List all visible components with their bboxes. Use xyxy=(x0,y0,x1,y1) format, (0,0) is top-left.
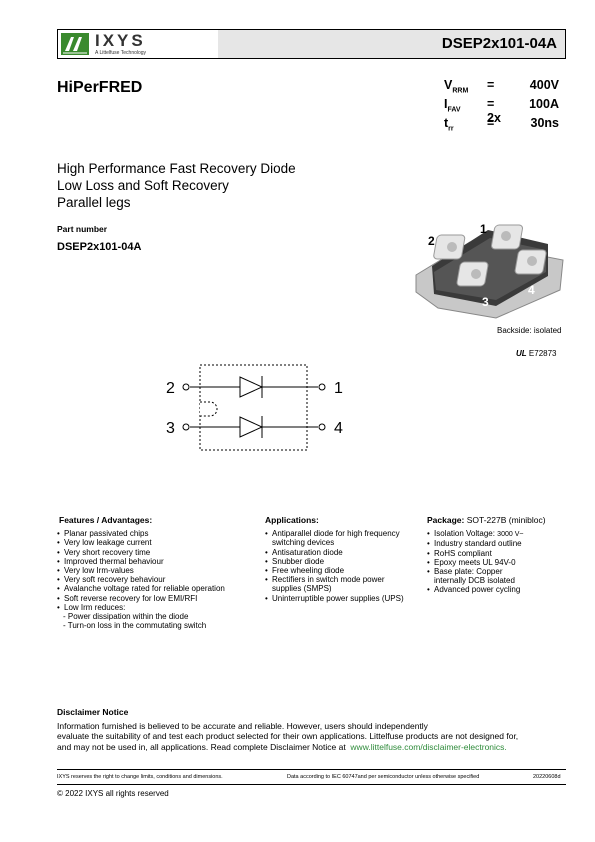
diode-icon xyxy=(239,376,264,398)
header-part-area: DSEP2x101-04A xyxy=(218,30,565,58)
list-item: Very low Irm-values xyxy=(57,566,257,575)
circuit-schematic: 2 1 3 4 xyxy=(166,364,343,451)
diode-icon xyxy=(239,416,264,438)
rating-symbol: trr xyxy=(444,116,454,133)
footer-divider xyxy=(57,769,566,770)
list-item: Improved thermal behaviour xyxy=(57,557,257,566)
list-item: Very short recovery time xyxy=(57,548,257,557)
list-item: RoHS compliant xyxy=(427,549,567,558)
list-item: Free wheeling diode xyxy=(265,566,425,575)
list-subitem: - Turn-on loss in the commutating switch xyxy=(63,621,207,631)
backside-note: Backside: isolated xyxy=(497,326,562,335)
rating-symbol: IFAV xyxy=(444,97,461,114)
rating-value: 400V xyxy=(529,78,559,92)
list-item-continued: switching devices xyxy=(272,538,335,548)
list-item: Isolation Voltage: 3000 V~ xyxy=(427,529,567,539)
brand-tagline: A Littelfuse Technology xyxy=(95,50,147,56)
list-item: Uninterruptible power supplies (UPS) xyxy=(265,594,425,603)
features-title: Features / Advantages: xyxy=(59,515,153,525)
brand-name: IXYS xyxy=(95,31,146,50)
schematic-pin: 1 xyxy=(334,380,343,397)
footer-left: IXYS reserves the right to change limits… xyxy=(57,774,223,780)
list-item: Antisaturation diode xyxy=(265,548,425,557)
footer-date: 20220608d xyxy=(533,774,561,780)
schematic-pin: 3 xyxy=(166,420,175,437)
package-section: Package: SOT-227B (minibloc) Isolation V… xyxy=(427,515,567,594)
disclaimer-title: Disclaimer Notice xyxy=(57,707,129,717)
rating-symbol: VRRM xyxy=(444,78,469,95)
schematic-pin: 4 xyxy=(334,420,343,437)
rating-value: 100A xyxy=(529,97,559,111)
list-subitem: - Power dissipation within the diode xyxy=(63,612,189,622)
part-number-label: Part number xyxy=(57,224,108,234)
pin-label: 1 xyxy=(480,222,487,236)
list-item: Low Irm reduces: xyxy=(57,603,257,612)
footer-middle: Data according to IEC 60747and per semic… xyxy=(287,774,480,780)
footer-divider xyxy=(57,784,566,785)
ul-file-number: E72873 xyxy=(528,349,557,358)
applications-title: Applications: xyxy=(265,515,319,525)
list-item: Epoxy meets UL 94V-0 xyxy=(427,558,567,567)
package-name: SOT-227B (minibloc) xyxy=(466,515,546,525)
list-item: Base plate: Copper xyxy=(427,567,567,576)
list-item: Planar passivated chips xyxy=(57,529,257,538)
list-item-continued: supplies (SMPS) xyxy=(272,584,332,594)
rating-value: 30ns xyxy=(530,116,560,130)
list-item: Antiparallel diode for high frequency xyxy=(265,529,425,538)
copyright: © 2022 IXYS all rights reserved xyxy=(57,789,169,798)
disclaimer-line: Information furnished is believed to be … xyxy=(57,721,428,731)
disclaimer-link[interactable]: www.littelfuse.com/disclaimer-electronic… xyxy=(350,741,507,752)
applications-section: Applications: Antiparallel diode for hig… xyxy=(265,515,425,603)
description-line: Parallel legs xyxy=(57,195,131,210)
list-item: Advanced power cycling xyxy=(427,585,567,594)
product-description: High Performance Fast Recovery Diode Low… xyxy=(57,160,296,211)
product-title: HiPerFRED xyxy=(57,79,143,96)
ul-certification: UL E72873 xyxy=(516,349,557,358)
list-item: Soft reverse recovery for low EMI/RFI xyxy=(57,594,257,603)
rating-eq: = 2x xyxy=(487,97,501,125)
list-item: Snubber diode xyxy=(265,557,425,566)
rating-eq: = xyxy=(487,116,495,130)
list-item-continued: internally DCB isolated xyxy=(434,576,515,586)
part-number-value: DSEP2x101-04A xyxy=(57,241,142,253)
package-title: Package: SOT-227B (minibloc) xyxy=(427,515,546,525)
ixys-logo-icon xyxy=(61,33,89,55)
pin-label: 4 xyxy=(528,283,535,297)
list-item: Rectifiers in switch mode power xyxy=(265,575,425,584)
pin-label: 2 xyxy=(428,234,435,248)
header-bar: IXYS A Littelfuse Technology DSEP2x101-0… xyxy=(57,29,566,59)
description-line: Low Loss and Soft Recovery xyxy=(57,178,229,193)
description-line: High Performance Fast Recovery Diode xyxy=(57,161,296,176)
rating-eq: = xyxy=(487,78,495,92)
schematic-pin: 2 xyxy=(166,380,175,397)
pin-label: 3 xyxy=(482,295,489,309)
list-item: Very low leakage current xyxy=(57,538,257,547)
ul-logo-icon: UL xyxy=(516,349,527,358)
disclaimer-line: and may not be used in, all applications… xyxy=(57,741,507,752)
list-item: Industry standard outline xyxy=(427,539,567,548)
disclaimer-text: Information furnished is believed to be … xyxy=(57,721,557,752)
header-part-number: DSEP2x101-04A xyxy=(441,35,557,52)
package-image: 2 1 3 4 xyxy=(415,222,564,319)
features-section: Features / Advantages: Planar passivated… xyxy=(57,515,257,631)
list-item: Avalanche voltage rated for reliable ope… xyxy=(57,584,257,593)
disclaimer-line: evaluate the suitability of and test eac… xyxy=(57,731,519,742)
list-item: Very soft recovery behaviour xyxy=(57,575,257,584)
